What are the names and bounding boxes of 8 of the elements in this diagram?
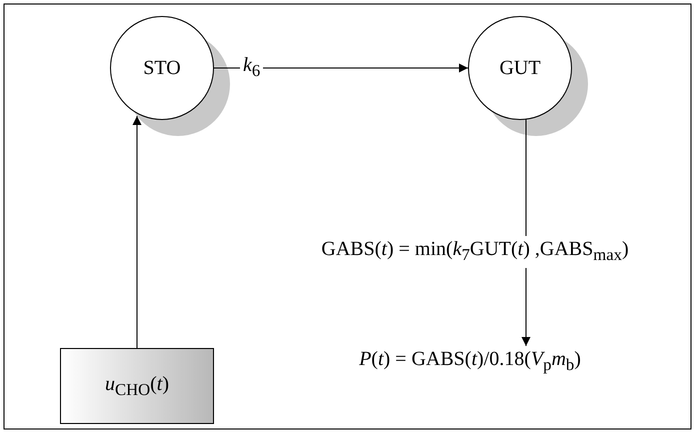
arrow bbox=[132, 115, 142, 348]
arrow bbox=[522, 268, 530, 346]
equation-text: P(t) = GABS(t)/0.18(V$_{p}$m$_{b}$) bbox=[359, 348, 581, 374]
equation-text: GABS(t) = min(k$_{7}$GUT(t) ,GABS$_{max}$) bbox=[321, 238, 629, 264]
node-label: GUT bbox=[499, 56, 541, 80]
node-label: u$_{CHO}$(t) bbox=[104, 372, 170, 400]
input-box bbox=[60, 348, 214, 424]
node-label: STO bbox=[143, 56, 181, 80]
